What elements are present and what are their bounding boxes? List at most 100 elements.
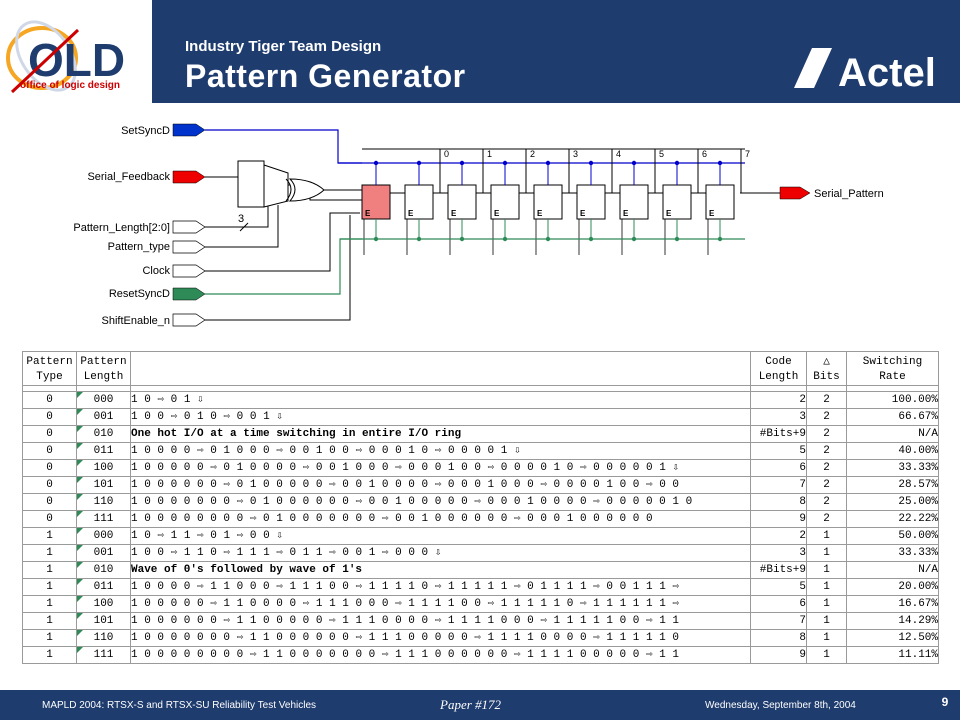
tap-label: 6: [702, 149, 707, 159]
comment-marker-icon: [77, 460, 83, 466]
flip-flop: E: [447, 160, 491, 255]
switching-rate-cell: 33.33%: [846, 544, 939, 562]
pattern-type-cell: 0: [22, 442, 77, 460]
switching-rate-cell: 16.67%: [846, 595, 939, 613]
code-length-cell-text: 7: [799, 478, 806, 491]
pattern-sequence-cell-text: 1 0 0 0 0 0 0 ⇨ 0 1 0 0 0 0 0 ⇨ 0 0 1 0 …: [131, 478, 680, 491]
pattern-sequence-cell: 1 0 0 0 0 0 0 0 0 ⇨ 1 1 0 0 0 0 0 0 0 ⇨ …: [130, 646, 751, 664]
pattern-sequence-cell: 1 0 0 0 0 0 0 ⇨ 0 1 0 0 0 0 0 ⇨ 0 0 1 0 …: [130, 476, 751, 494]
pattern-length-cell: 001: [76, 408, 131, 426]
pattern-length-cell-text: 001: [93, 546, 114, 559]
actel-logo-text: Actel: [838, 51, 936, 92]
delta-bits-cell: 2: [806, 408, 847, 426]
table-header-row: Pattern Type Pattern Length Code Length …: [22, 351, 939, 386]
header-bar: OLD office of logic design Industry Tige…: [0, 0, 960, 103]
pattern-sequence-cell-text: 1 0 0 0 0 0 0 0 0 ⇨ 1 1 0 0 0 0 0 0 0 ⇨ …: [131, 648, 679, 661]
pattern-sequence-cell: 1 0 0 ⇨ 1 1 0 ⇨ 1 1 1 ⇨ 0 1 1 ⇨ 0 0 1 ⇨ …: [130, 544, 751, 562]
code-length-cell-text: 9: [799, 648, 806, 661]
setsync-port-arrow: [172, 123, 206, 137]
switching-rate-cell: 25.00%: [846, 493, 939, 511]
pattern-length-cell-text: 000: [93, 529, 114, 542]
code-length-cell: 9: [750, 646, 807, 664]
code-length-cell: 5: [750, 442, 807, 460]
pattern-type-cell-text: 0: [46, 461, 53, 474]
input-label: Pattern_Length[2:0]: [73, 222, 170, 234]
code-length-cell: 6: [750, 459, 807, 477]
switching-rate-cell-text: 22.22%: [898, 512, 938, 525]
footer-conference: MAPLD 2004: RTSX-S and RTSX-SU Reliabili…: [42, 700, 317, 711]
pattern-length-cell-text: 011: [93, 580, 114, 593]
svg-text:E: E: [666, 209, 672, 218]
pattern-type-cell: 0: [22, 493, 77, 511]
pattern-sequence-cell-text: 1 0 ⇨ 0 1 ⇩: [131, 393, 204, 406]
switching-rate-cell: 40.00%: [846, 442, 939, 460]
code-length-cell: 9: [750, 510, 807, 528]
code-length-cell-text: 6: [799, 461, 806, 474]
pattern-sequence-cell: 1 0 0 0 0 0 0 ⇨ 1 1 0 0 0 0 0 ⇨ 1 1 1 0 …: [130, 612, 751, 630]
input-label: Clock: [142, 265, 170, 277]
input-label: ResetSyncD: [109, 288, 170, 300]
input-label: SetSyncD: [121, 125, 170, 137]
delta-bits-cell: 1: [806, 578, 847, 596]
code-length-cell-text: 5: [799, 580, 806, 593]
switching-rate-cell-text: 50.00%: [898, 529, 938, 542]
switching-rate-cell-text: 40.00%: [898, 444, 938, 457]
switching-rate-cell-text: N/A: [918, 563, 938, 576]
code-length-cell: 5: [750, 578, 807, 596]
shiftenable-port-arrow: [172, 313, 206, 327]
switching-rate-cell: 22.22%: [846, 510, 939, 528]
pattern-sequence-cell: 1 0 0 0 0 0 ⇨ 0 1 0 0 0 0 ⇨ 0 0 1 0 0 0 …: [130, 459, 751, 477]
pattern-length-cell-text: 100: [93, 461, 114, 474]
actel-logo: Actel: [794, 48, 936, 92]
pattern-type-cell: 0: [22, 459, 77, 477]
pattern-length-cell: 100: [76, 459, 131, 477]
code-length-cell-text: #Bits+9: [759, 427, 806, 440]
code-length-cell-text: 3: [799, 546, 806, 559]
pattern-length-cell-text: 101: [93, 478, 114, 491]
pattern-sequence-cell: 1 0 ⇨ 1 1 ⇨ 0 1 ⇨ 0 0 ⇩: [130, 527, 751, 545]
delta-bits-cell-text: 1: [823, 614, 830, 627]
input-label: ShiftEnable_n: [102, 315, 171, 327]
flip-flop: E: [705, 160, 735, 255]
pattern-type-port-arrow: [172, 240, 206, 254]
pattern-length-cell-text: 011: [93, 444, 114, 457]
pattern-length-cell: 110: [76, 629, 131, 647]
pattern-type-cell-text: 1: [46, 563, 53, 576]
pattern-sequence-cell-text: One hot I/O at a time switching in entir…: [131, 427, 462, 440]
svg-text:E: E: [408, 209, 414, 218]
output-port-arrow: [779, 186, 811, 200]
pattern-sequence-cell-text: 1 0 0 ⇨ 0 1 0 ⇨ 0 0 1 ⇩: [131, 410, 283, 423]
pattern-length-cell-text: 101: [93, 614, 114, 627]
code-length-cell: 2: [750, 527, 807, 545]
flip-flop: E: [662, 160, 706, 255]
resetsync-port-arrow: [172, 287, 206, 301]
comment-marker-icon: [77, 545, 83, 551]
delta-bits-cell: 2: [806, 442, 847, 460]
pattern-sequence-cell: 1 0 0 ⇨ 0 1 0 ⇨ 0 0 1 ⇩: [130, 408, 751, 426]
pattern-sequence-cell-text: 1 0 0 ⇨ 1 1 0 ⇨ 1 1 1 ⇨ 0 1 1 ⇨ 0 0 1 ⇨ …: [131, 546, 442, 559]
pattern-type-cell-text: 0: [46, 410, 53, 423]
pattern-length-cell: 010: [76, 425, 131, 443]
comment-marker-icon: [77, 596, 83, 602]
delta-bits-cell: 1: [806, 561, 847, 579]
delta-bits-cell-text: 1: [823, 648, 830, 661]
code-length-cell: 2: [750, 391, 807, 409]
header-pattern: [130, 351, 751, 386]
code-length-cell-text: 6: [799, 597, 806, 610]
delta-bits-cell-text: 1: [823, 529, 830, 542]
pattern-length-cell-text: 110: [93, 631, 114, 644]
pattern-sequence-cell-text: 1 0 0 0 0 0 0 0 ⇨ 0 1 0 0 0 0 0 0 ⇨ 0 0 …: [131, 495, 693, 508]
pattern-type-cell: 1: [22, 561, 77, 579]
delta-bits-cell-text: 1: [823, 597, 830, 610]
tap-label: 5: [659, 149, 664, 159]
flip-flop: E: [576, 160, 620, 255]
svg-text:E: E: [451, 209, 457, 218]
code-length-cell: 8: [750, 493, 807, 511]
